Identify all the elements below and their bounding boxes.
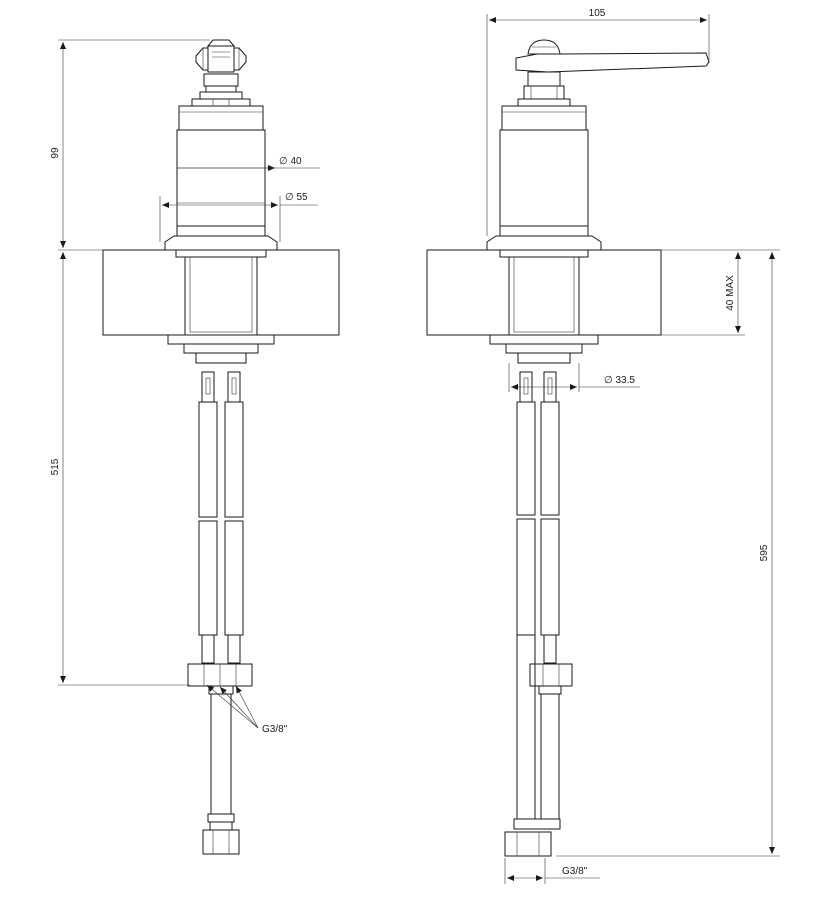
dim-top-height-label: 99: [50, 147, 61, 159]
dim-hose-length-label: 515: [50, 458, 61, 475]
side-thread-label: G3/8": [562, 866, 588, 877]
dim-top-height: 99: [50, 39, 210, 251]
dim-hose-length: 515: [50, 252, 190, 686]
front-valve-body: [164, 85, 278, 251]
dim-max-thickness: 40 MAX: [661, 249, 780, 336]
dim-handle-reach-label: 105: [589, 8, 606, 19]
dim-outer-diameter-label: ∅ 55: [285, 192, 308, 203]
dim-total-length: 595: [556, 252, 780, 857]
dim-handle-reach: 105: [486, 8, 710, 236]
side-thread-callout: G3/8": [504, 858, 600, 884]
front-knob: [195, 39, 247, 87]
dim-shank-diameter-label: ∅ 33.5: [604, 375, 635, 386]
side-hoses: [504, 371, 573, 857]
side-view: 105 40 MAX ∅ 33.5 595: [426, 8, 780, 884]
dim-total-length-label: 595: [759, 544, 770, 561]
dim-shank-diameter: ∅ 33.5: [508, 363, 640, 392]
side-lever-handle: [515, 39, 710, 87]
front-hoses: [187, 371, 253, 855]
front-thread-label: G3/8": [262, 724, 288, 735]
dim-inner-diameter: ∅ 40: [177, 156, 320, 171]
dim-outer-diameter: ∅ 55: [159, 192, 318, 242]
side-valve-body: [486, 85, 602, 251]
front-thread-callout: G3/8": [206, 684, 288, 735]
front-shank: [167, 249, 275, 364]
side-shank: [489, 249, 599, 364]
dim-max-thickness-label: 40 MAX: [725, 275, 736, 311]
dim-inner-diameter-label: ∅ 40: [279, 156, 302, 167]
front-view: 99 ∅ 40 ∅ 55 515 G3/8": [50, 39, 340, 855]
